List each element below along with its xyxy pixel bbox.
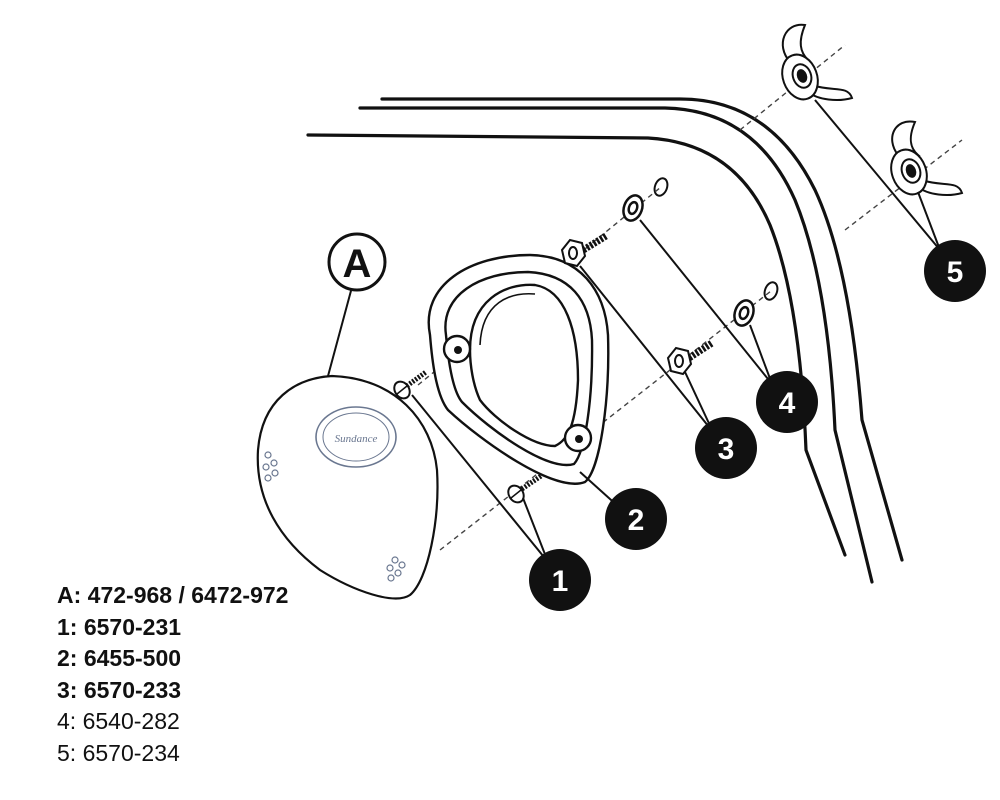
ring-boss-upper-hole <box>454 346 462 354</box>
leader-lines <box>327 99 941 563</box>
legend-item-5: 5: 6570-234 <box>57 739 180 766</box>
callout-3: 3 <box>695 417 757 479</box>
ring-outer-edge <box>427 253 610 485</box>
legend-item-1: 1: 6570-231 <box>57 613 182 640</box>
callout-1: 1 <box>529 549 591 611</box>
hex-bolt-upper <box>560 233 608 268</box>
callout-1-label: 1 <box>552 565 569 598</box>
hex-bolt-lower <box>666 340 714 376</box>
cover-plate: Sundance <box>256 374 439 600</box>
callout-5-label: 5 <box>947 256 964 289</box>
ring-opening <box>468 283 580 448</box>
cover-logo-text: Sundance <box>335 433 378 445</box>
callout-4-label: 4 <box>779 387 796 420</box>
callout-a-label: A <box>343 242 372 286</box>
legend-item-3: 3: 6570-233 <box>57 676 182 703</box>
leader-5b <box>917 191 941 251</box>
legend-item-a: A: 472-968 / 6472-972 <box>57 582 289 608</box>
wall-edge-middle <box>358 106 874 584</box>
cover-dots-left <box>262 451 279 482</box>
mounting-ring <box>427 253 610 485</box>
ring-inner-edge <box>444 270 594 467</box>
legend-item-4: 4: 6540-282 <box>57 708 180 734</box>
wall-holes <box>653 177 779 301</box>
wall-edge-outer <box>380 97 904 562</box>
guide-line-lower <box>439 290 772 551</box>
screw-lower <box>507 473 543 504</box>
callout-3-label: 3 <box>718 433 735 466</box>
wall-hole-lower <box>763 281 779 301</box>
leader-a <box>327 286 353 377</box>
callout-a: A <box>327 232 387 292</box>
callout-2: 2 <box>605 488 667 550</box>
callout-5: 5 <box>924 240 986 302</box>
parts-legend: A: 472-968 / 6472-972 1: 6570-231 2: 645… <box>57 580 417 769</box>
callout-2-label: 2 <box>628 504 645 537</box>
washer-upper <box>622 194 644 222</box>
leader-3b <box>684 371 714 433</box>
cover-logo: Sundance <box>315 406 397 468</box>
leader-5a <box>814 99 941 251</box>
cover-outline <box>256 374 439 600</box>
wall-hole-upper <box>653 177 669 197</box>
leader-1a <box>411 394 549 563</box>
legend-item-2: 2: 6455-500 <box>57 645 182 671</box>
leader-1b <box>522 497 549 563</box>
screw-upper <box>393 369 428 400</box>
washer-lower <box>733 299 755 327</box>
leader-3a <box>579 265 714 433</box>
ring-boss-lower-hole <box>575 435 583 443</box>
callout-4: 4 <box>756 371 818 433</box>
leader-4a <box>639 219 773 385</box>
wing-nut-lower <box>890 120 964 196</box>
cover-dots-right <box>386 556 406 582</box>
ring-opening-depth <box>479 292 536 346</box>
leader-4b <box>749 324 773 385</box>
wing-nut-upper <box>781 23 854 101</box>
